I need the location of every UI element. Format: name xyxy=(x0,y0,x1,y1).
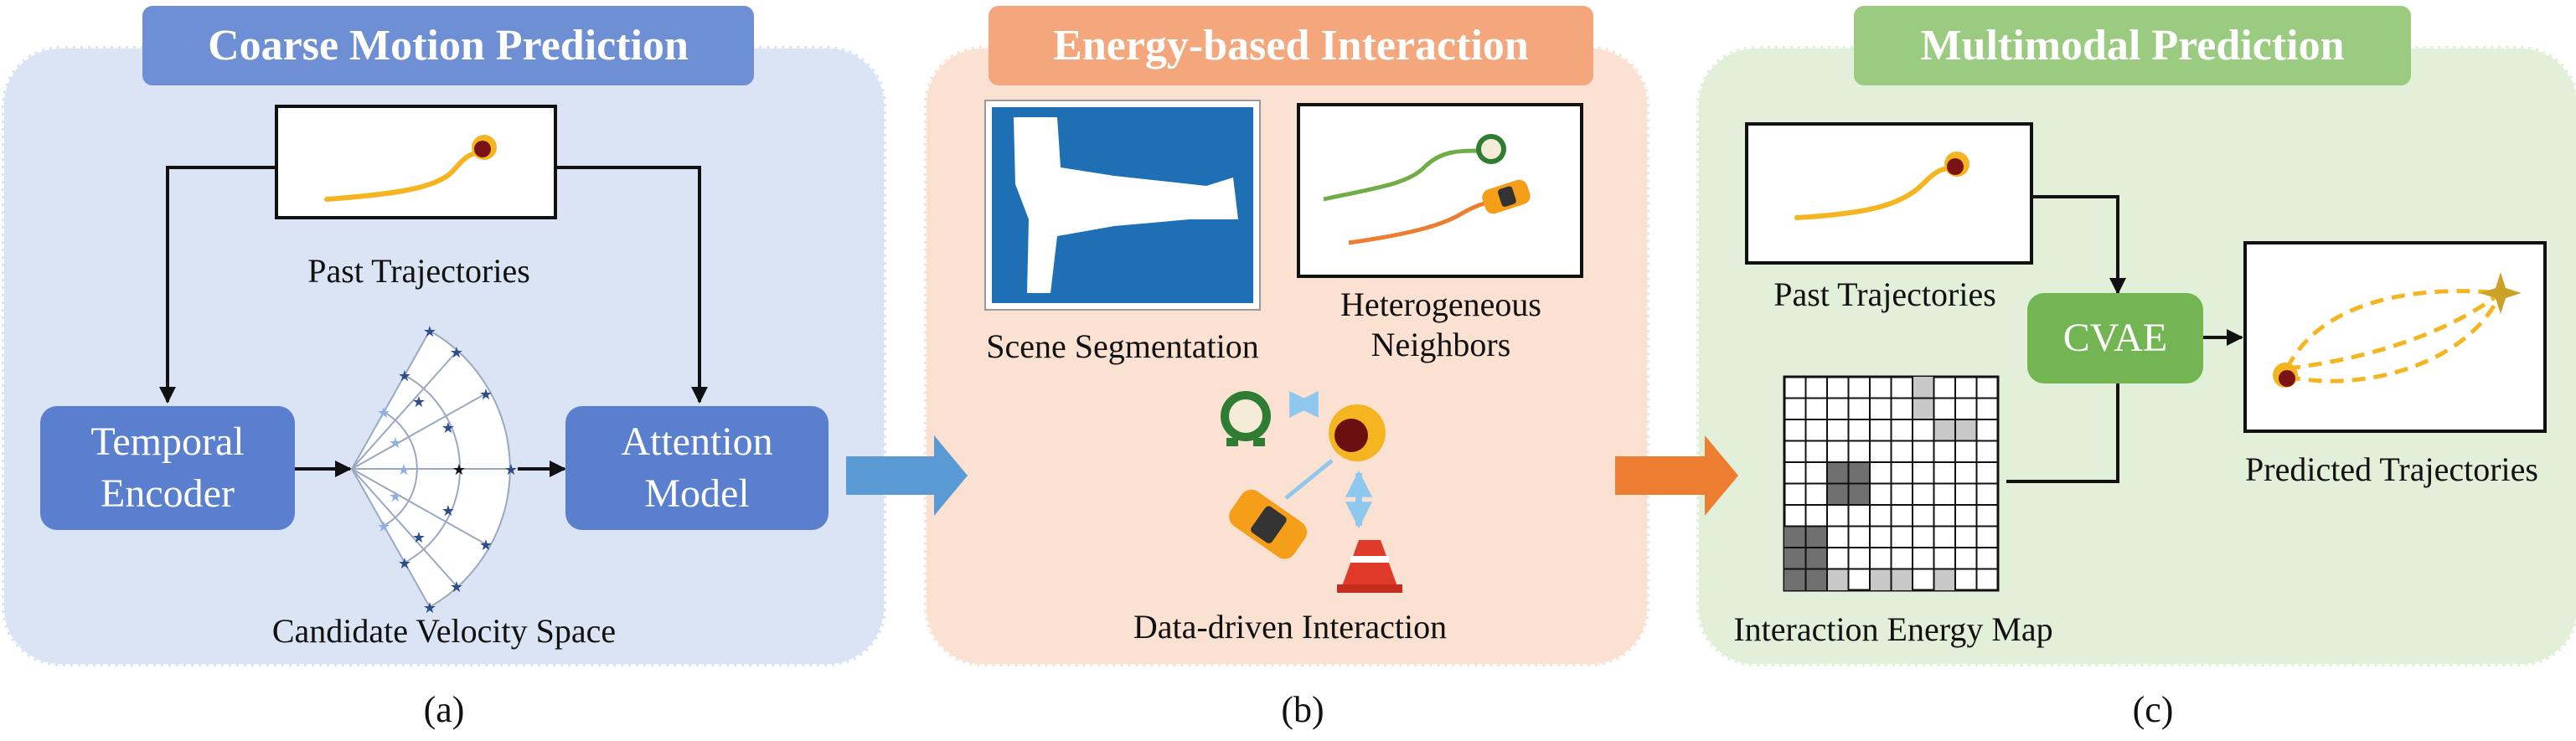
svg-text:★: ★ xyxy=(441,502,455,519)
attention-model-label: Attention Model xyxy=(621,419,773,516)
svg-text:★: ★ xyxy=(452,461,466,478)
svg-text:★: ★ xyxy=(479,537,493,553)
arrow-past-to-encoder xyxy=(159,166,276,404)
svg-text:★: ★ xyxy=(389,435,402,451)
predicted-trajectories-box xyxy=(2243,241,2547,433)
svg-text:★: ★ xyxy=(398,368,411,384)
past-trajectories-label-a: Past Trajectories xyxy=(307,252,530,290)
panel-c-title: Multimodal Prediction xyxy=(1854,6,2411,85)
svg-text:★: ★ xyxy=(377,518,390,535)
heterogeneous-neighbors-box xyxy=(1297,103,1583,278)
svg-text:★: ★ xyxy=(479,386,493,403)
candidate-velocity-label: Candidate Velocity Space xyxy=(271,612,617,650)
scene-segmentation-label: Scene Segmentation xyxy=(986,327,1259,365)
interaction-energy-map-label: Interaction Energy Map xyxy=(1733,610,2053,648)
svg-text:★: ★ xyxy=(423,599,436,616)
svg-text:★: ★ xyxy=(423,323,436,340)
svg-text:★: ★ xyxy=(441,419,455,436)
panel-a-title: Coarse Motion Prediction xyxy=(142,6,754,85)
interaction-scene xyxy=(1221,391,1402,593)
temporal-encoder-module: Temporal Encoder xyxy=(40,406,295,530)
temporal-encoder-label: Temporal Encoder xyxy=(90,419,245,516)
arrow-past-to-cvae xyxy=(2031,195,2126,295)
svg-text:★: ★ xyxy=(397,461,410,478)
svg-text:★: ★ xyxy=(412,529,426,546)
arrow-a-to-b xyxy=(846,435,968,516)
cvae-label: CVAE xyxy=(2062,316,2168,360)
arrow-b-to-c xyxy=(1615,435,1738,516)
arrow-energy-to-cvae xyxy=(2006,339,2126,483)
candidate-velocity-fan xyxy=(350,329,511,609)
svg-text:★: ★ xyxy=(398,555,411,572)
panel-b-title: Energy-based Interaction xyxy=(989,6,1593,85)
data-driven-interaction-label: Data-driven Interaction xyxy=(1133,608,1448,646)
scene-segmentation-image xyxy=(984,100,1261,311)
arrow-past-to-attention xyxy=(555,166,708,404)
caption-b: (b) xyxy=(1281,689,1324,730)
svg-text:★: ★ xyxy=(412,394,426,410)
interaction-energy-map xyxy=(1783,375,2000,592)
svg-text:★: ★ xyxy=(389,488,402,505)
svg-text:★: ★ xyxy=(377,404,390,421)
attention-model-module: Attention Model xyxy=(565,406,829,530)
past-trajectory-box-a xyxy=(275,105,557,219)
cvae-module: CVAE xyxy=(2027,293,2203,383)
predicted-trajectories-label: Predicted Trajectories xyxy=(2245,450,2538,488)
velocity-candidate-stars: ★ ★ ★ ★ ★ ★ ★ ★ ★ ★ ★ ★ ★ ★ ★ ★ ★ ★ ★ xyxy=(377,323,518,616)
past-trajectories-label-c: Past Trajectories xyxy=(1773,275,1996,313)
caption-c: (c) xyxy=(2132,689,2174,730)
svg-text:★: ★ xyxy=(450,344,463,361)
heterogeneous-neighbors-label: Heterogeneous Neighbors xyxy=(1340,286,1541,363)
svg-text:★: ★ xyxy=(450,579,463,595)
past-trajectory-box-c xyxy=(1745,122,2033,265)
svg-text:★: ★ xyxy=(504,461,518,478)
caption-a: (a) xyxy=(423,689,465,730)
